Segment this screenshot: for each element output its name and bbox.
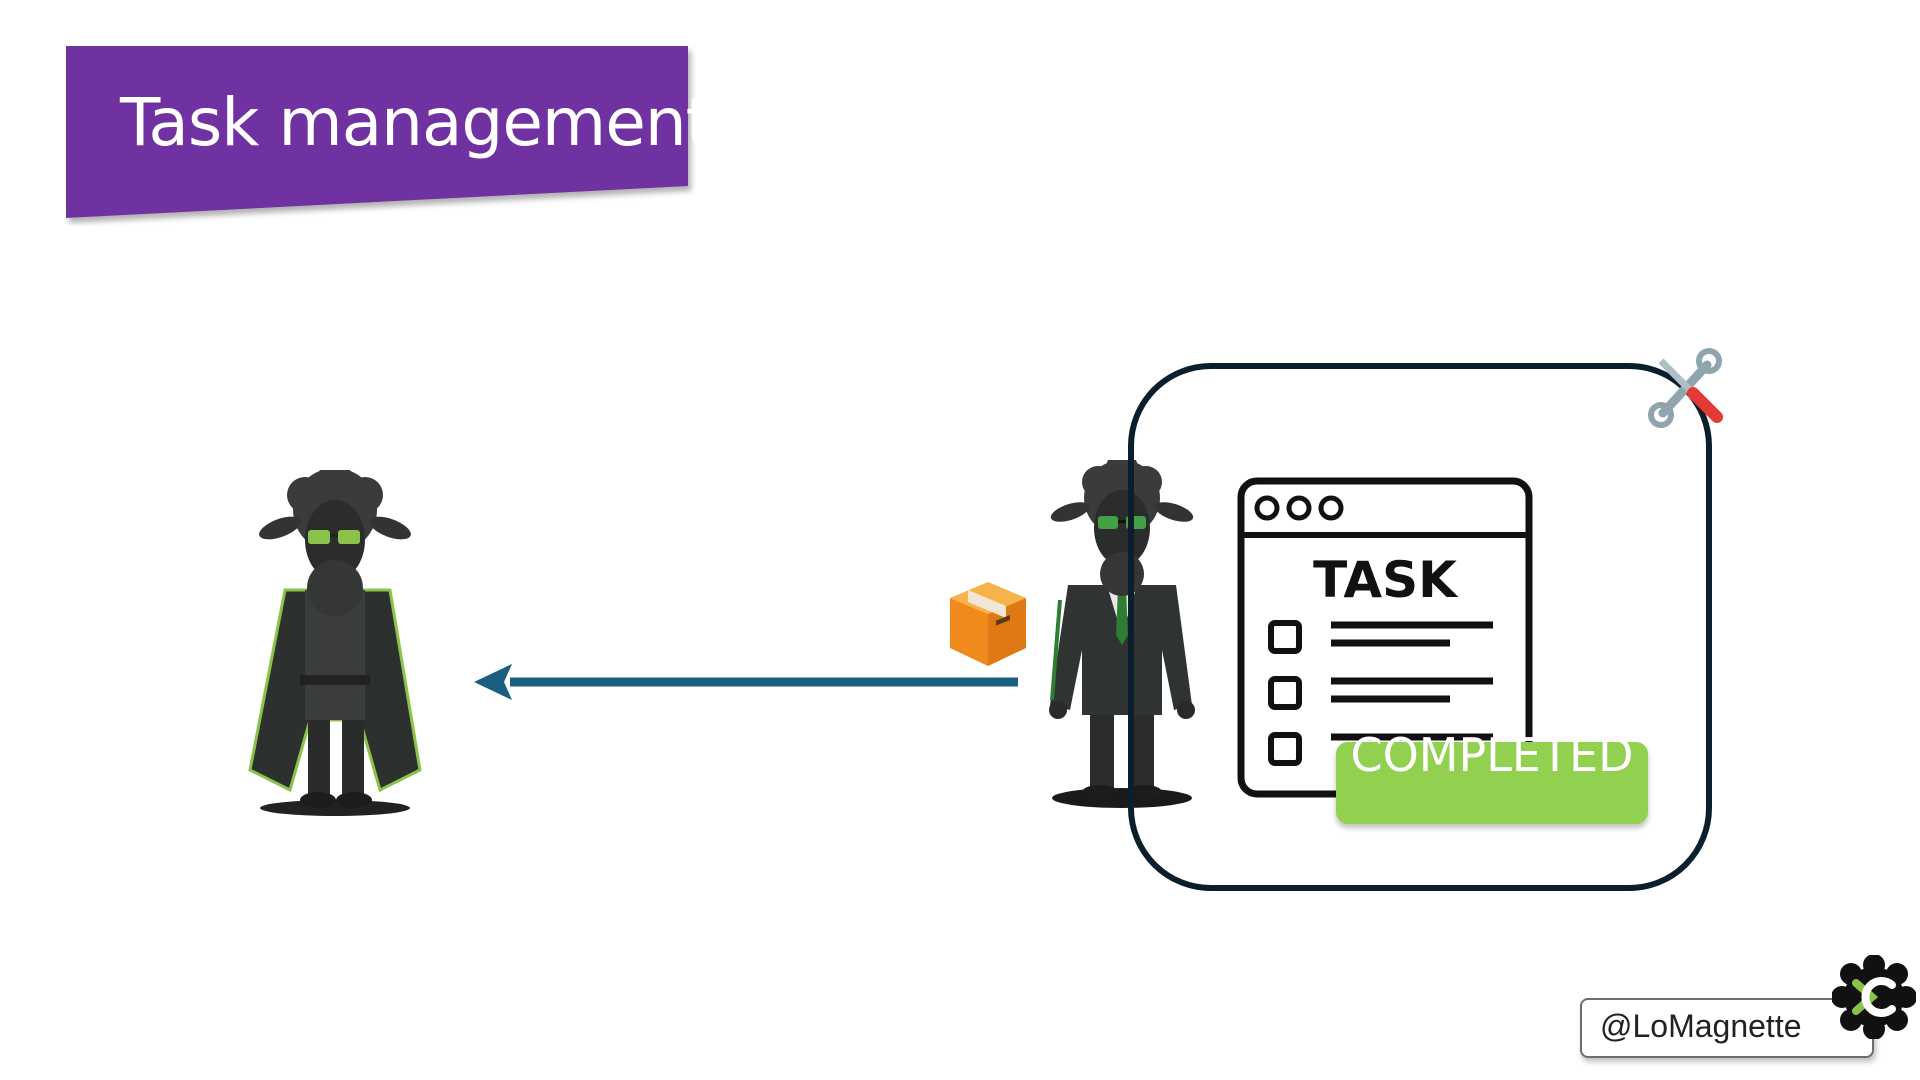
brand-logo-icon xyxy=(1832,955,1916,1039)
status-badge-label: COMPLETED xyxy=(1350,728,1634,782)
title-banner-shape xyxy=(66,46,688,218)
task-label: TASK xyxy=(1313,551,1459,609)
task-frame xyxy=(1128,363,1712,891)
flow-arrow xyxy=(474,664,1018,700)
sheep-in-coat-icon xyxy=(248,470,422,816)
tools-icon xyxy=(1648,348,1723,428)
author-handle: @LoMagnette xyxy=(1600,1008,1802,1044)
status-badge xyxy=(1336,742,1648,824)
package-icon xyxy=(950,582,1026,666)
author-handle-box: @LoMagnette xyxy=(1580,998,1874,1058)
title-banner: Task management xyxy=(66,46,712,218)
page-title: Task management xyxy=(120,84,712,161)
